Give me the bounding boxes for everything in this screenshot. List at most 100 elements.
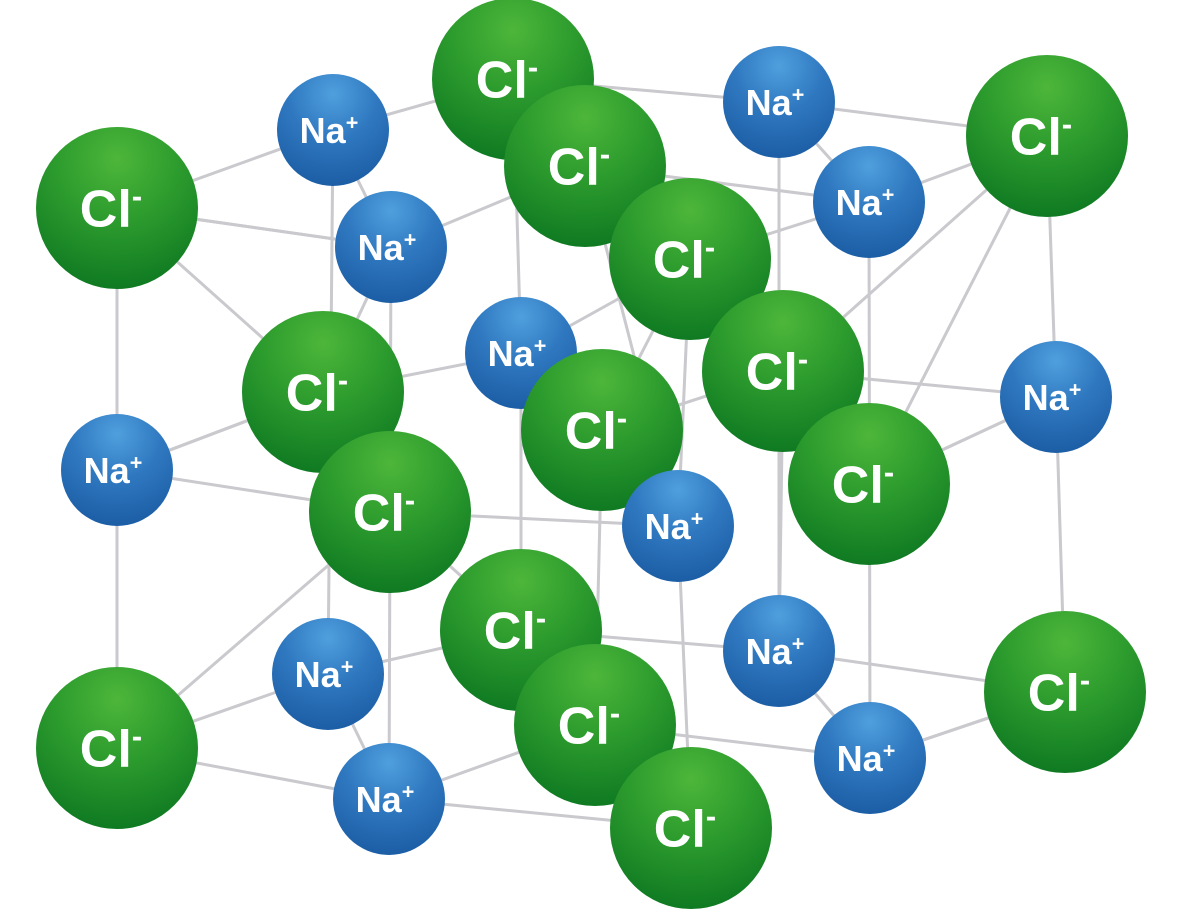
chloride-ion: Cl- — [36, 127, 198, 289]
ion-charge: + — [883, 737, 896, 762]
sodium-ion: Na+ — [723, 46, 835, 158]
sodium-ion: Na+ — [333, 743, 445, 855]
chloride-ion-label: Cl- — [80, 719, 142, 779]
ion-symbol: Na — [645, 506, 692, 547]
ion-symbol: Cl — [653, 232, 705, 290]
chloride-ion-label: Cl- — [832, 455, 894, 515]
ion-charge: + — [792, 630, 805, 655]
sodium-sphere — [333, 743, 445, 855]
ion-charge: + — [534, 332, 547, 357]
sodium-sphere — [723, 46, 835, 158]
ion-charge: - — [610, 696, 620, 731]
sodium-ion-label: Na+ — [746, 81, 805, 123]
chloride-ion-label: Cl- — [558, 696, 620, 756]
ions-layer: Na+Na+Cl-Cl-Cl-Cl-Na+Na+Cl-Na+Cl-Cl-Na+C… — [36, 0, 1146, 909]
sodium-sphere — [335, 191, 447, 303]
sodium-ion: Na+ — [335, 191, 447, 303]
ion-charge: - — [705, 230, 715, 265]
sodium-ion-label: Na+ — [837, 737, 896, 779]
ion-charge: - — [884, 455, 894, 490]
ion-symbol: Cl — [565, 403, 617, 461]
ion-symbol: Na — [746, 631, 793, 672]
ion-symbol: Cl — [654, 801, 706, 859]
ion-symbol: Cl — [548, 139, 600, 197]
sodium-ion: Na+ — [272, 618, 384, 730]
sodium-ion-label: Na+ — [84, 449, 143, 491]
chloride-ion-label: Cl- — [1010, 107, 1072, 167]
ion-symbol: Cl — [484, 603, 536, 661]
ion-charge: - — [536, 601, 546, 636]
sodium-ion: Na+ — [61, 414, 173, 526]
chloride-sphere — [609, 178, 771, 340]
sodium-ion-label: Na+ — [358, 226, 417, 268]
chloride-ion-label: Cl- — [80, 179, 142, 239]
ion-charge: - — [132, 179, 142, 214]
ion-symbol: Na — [746, 82, 793, 123]
chloride-sphere — [36, 667, 198, 829]
ion-symbol: Cl — [1028, 665, 1080, 723]
sodium-ion-label: Na+ — [645, 505, 704, 547]
chloride-ion-label: Cl- — [286, 363, 348, 423]
ion-charge: + — [402, 778, 415, 803]
sodium-ion: Na+ — [813, 146, 925, 258]
ion-charge: - — [1080, 663, 1090, 698]
chloride-sphere — [788, 403, 950, 565]
chloride-ion-label: Cl- — [1028, 663, 1090, 723]
ion-charge: - — [1062, 107, 1072, 142]
ion-charge: + — [792, 81, 805, 106]
ion-charge: - — [338, 363, 348, 398]
ion-symbol: Na — [488, 333, 535, 374]
chloride-ion-label: Cl- — [565, 401, 627, 461]
chloride-ion: Cl- — [521, 349, 683, 511]
ion-symbol: Na — [300, 110, 347, 151]
sodium-ion-label: Na+ — [295, 653, 354, 695]
ion-symbol: Cl — [746, 344, 798, 402]
ion-symbol: Cl — [832, 457, 884, 515]
chloride-ion-label: Cl- — [484, 601, 546, 661]
ion-symbol: Cl — [353, 485, 405, 543]
chloride-ion: Cl- — [514, 644, 676, 806]
ion-charge: - — [132, 719, 142, 754]
sodium-ion-label: Na+ — [746, 630, 805, 672]
sodium-ion: Na+ — [814, 702, 926, 814]
sodium-sphere — [813, 146, 925, 258]
ion-charge: + — [882, 181, 895, 206]
chloride-sphere — [610, 747, 772, 909]
sodium-ion-label: Na+ — [488, 332, 547, 374]
ion-symbol: Na — [837, 738, 884, 779]
sodium-sphere — [61, 414, 173, 526]
ion-charge: - — [405, 483, 415, 518]
ion-charge: + — [341, 653, 354, 678]
chloride-ion: Cl- — [504, 85, 666, 247]
sodium-sphere — [814, 702, 926, 814]
chloride-ion: Cl- — [609, 178, 771, 340]
chloride-ion: Cl- — [966, 55, 1128, 217]
ion-symbol: Na — [358, 227, 405, 268]
chloride-sphere — [966, 55, 1128, 217]
sodium-ion-label: Na+ — [300, 109, 359, 151]
chloride-ion-label: Cl- — [653, 230, 715, 290]
ion-charge: - — [798, 342, 808, 377]
chloride-ion-label: Cl- — [476, 50, 538, 110]
ion-symbol: Cl — [476, 52, 528, 110]
chloride-ion: Cl- — [610, 747, 772, 909]
sodium-sphere — [622, 470, 734, 582]
sodium-sphere — [723, 595, 835, 707]
ion-charge: - — [528, 50, 538, 85]
chloride-ion: Cl- — [788, 403, 950, 565]
chloride-ion-label: Cl- — [654, 799, 716, 859]
chloride-sphere — [36, 127, 198, 289]
chloride-ion: Cl- — [36, 667, 198, 829]
ion-symbol: Cl — [80, 721, 132, 779]
chloride-sphere — [514, 644, 676, 806]
ion-symbol: Na — [84, 450, 131, 491]
chloride-sphere — [242, 311, 404, 473]
sodium-sphere — [1000, 341, 1112, 453]
ion-symbol: Cl — [80, 181, 132, 239]
chloride-sphere — [309, 431, 471, 593]
ion-charge: + — [404, 226, 417, 251]
sodium-ion: Na+ — [622, 470, 734, 582]
ion-symbol: Na — [836, 182, 883, 223]
chloride-ion: Cl- — [309, 431, 471, 593]
ion-symbol: Cl — [286, 365, 338, 423]
